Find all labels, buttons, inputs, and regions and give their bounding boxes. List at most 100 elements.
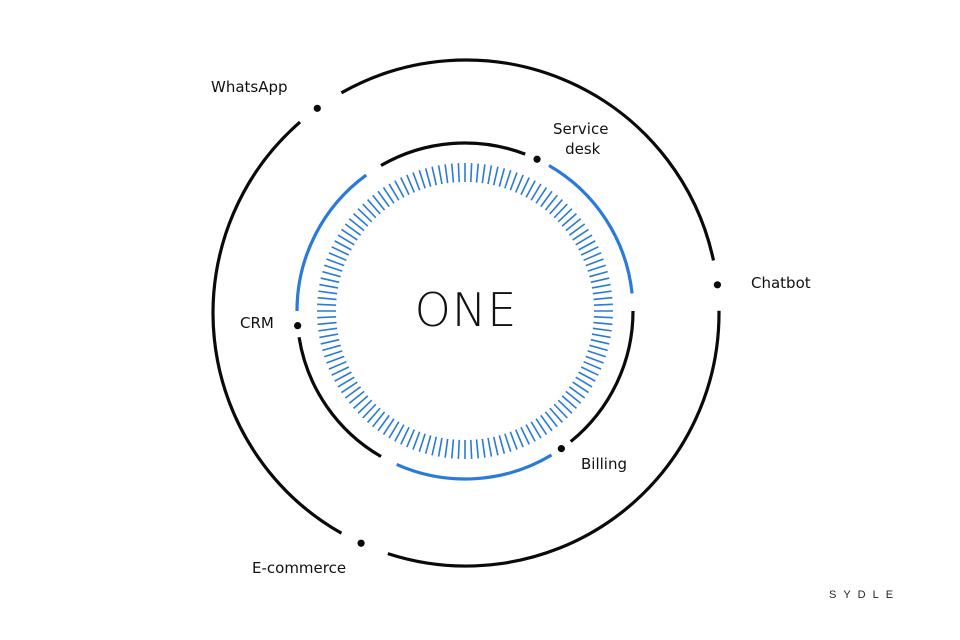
chatbot-dot <box>713 281 722 289</box>
tick-mark <box>561 213 577 227</box>
tick-mark <box>565 390 582 404</box>
tick-mark <box>353 213 369 227</box>
tick-mark <box>544 411 558 428</box>
tick-mark <box>317 303 337 307</box>
tick-mark <box>341 228 358 241</box>
tick-mark <box>317 296 337 301</box>
tick-mark <box>498 435 506 454</box>
label-chatbot: Chatbot <box>751 274 811 292</box>
outer-arc-top <box>340 58 716 261</box>
tick-mark <box>317 321 337 326</box>
tick-ring <box>317 163 613 459</box>
tick-mark <box>553 403 568 419</box>
tick-mark <box>367 407 381 423</box>
tick-mark <box>540 414 553 432</box>
tick-mark <box>394 424 405 442</box>
tick-mark <box>561 395 577 409</box>
inner-arc-right <box>569 310 635 443</box>
label-whatsapp: WhatsApp <box>211 78 288 96</box>
tick-mark <box>504 169 512 189</box>
tick-mark <box>525 180 536 198</box>
tick-mark <box>585 355 604 364</box>
tick-mark <box>344 223 362 236</box>
inner-arc-bottom-blue <box>396 453 553 481</box>
tick-mark <box>549 407 563 423</box>
tick-mark <box>450 439 455 459</box>
tick-mark <box>509 431 518 450</box>
tick-mark <box>593 321 613 326</box>
tick-mark <box>372 194 386 211</box>
tick-mark <box>318 327 338 332</box>
tick-mark <box>578 371 596 382</box>
tick-mark <box>400 177 410 196</box>
tick-mark <box>557 399 573 414</box>
tick-mark <box>328 360 347 370</box>
tick-mark <box>530 421 542 439</box>
label-service-desk: Service desk <box>553 119 608 159</box>
tick-mark <box>475 439 480 459</box>
tick-mark <box>580 366 599 376</box>
tick-mark <box>319 283 339 289</box>
tick-mark <box>530 183 542 201</box>
whatsapp-dot <box>313 104 321 112</box>
inner-arc-top <box>380 141 526 167</box>
tick-mark <box>492 166 499 186</box>
tick-mark <box>367 199 381 215</box>
tick-mark <box>328 252 347 262</box>
tick-mark <box>469 439 473 459</box>
tick-mark <box>424 168 432 187</box>
tick-mark <box>320 338 340 345</box>
tick-mark <box>437 437 443 457</box>
sydle-logo: SYDLE <box>829 589 901 601</box>
tick-mark <box>514 429 524 448</box>
tick-mark <box>372 411 386 428</box>
tick-mark <box>326 355 345 364</box>
inner-arc-right-blue <box>548 164 634 294</box>
tick-mark <box>322 344 341 352</box>
tick-mark <box>557 208 573 223</box>
tick-mark <box>568 223 586 236</box>
tick-mark <box>388 183 400 201</box>
tick-mark <box>514 174 524 193</box>
ring-arcs <box>211 58 721 568</box>
tick-mark <box>481 164 486 184</box>
tick-mark <box>394 180 405 198</box>
tick-mark <box>481 438 486 458</box>
tick-mark <box>418 433 426 453</box>
tick-mark <box>572 228 589 241</box>
billing-dot <box>557 445 565 453</box>
tick-mark <box>322 270 341 278</box>
tick-mark <box>317 315 337 319</box>
tick-mark <box>593 315 613 319</box>
tick-mark <box>412 431 421 450</box>
tick-mark <box>382 418 395 435</box>
tick-mark <box>334 371 352 382</box>
tick-mark <box>535 187 548 204</box>
tick-mark <box>590 338 610 345</box>
tick-mark <box>504 433 512 453</box>
tick-mark <box>509 172 518 191</box>
tick-mark <box>475 163 480 183</box>
tick-mark <box>331 246 350 256</box>
tick-mark <box>525 424 536 442</box>
tick-mark <box>492 436 499 456</box>
label-service-desk-line2: desk <box>565 140 601 158</box>
tick-mark <box>418 169 426 189</box>
outer-arc-left <box>211 120 343 535</box>
inner-arc-left-blue <box>295 173 368 312</box>
tick-mark <box>587 350 607 358</box>
tick-mark <box>431 436 438 456</box>
tick-mark <box>544 194 558 211</box>
tick-mark <box>549 199 563 215</box>
tick-mark <box>590 277 610 284</box>
tick-mark <box>377 190 390 208</box>
tick-mark <box>431 166 438 186</box>
tick-mark <box>450 163 455 183</box>
inner-arc-left <box>297 337 382 458</box>
tick-mark <box>575 376 593 388</box>
tick-mark <box>331 366 350 376</box>
tick-mark <box>406 429 416 448</box>
tick-mark <box>591 333 611 339</box>
tick-mark <box>565 218 582 232</box>
